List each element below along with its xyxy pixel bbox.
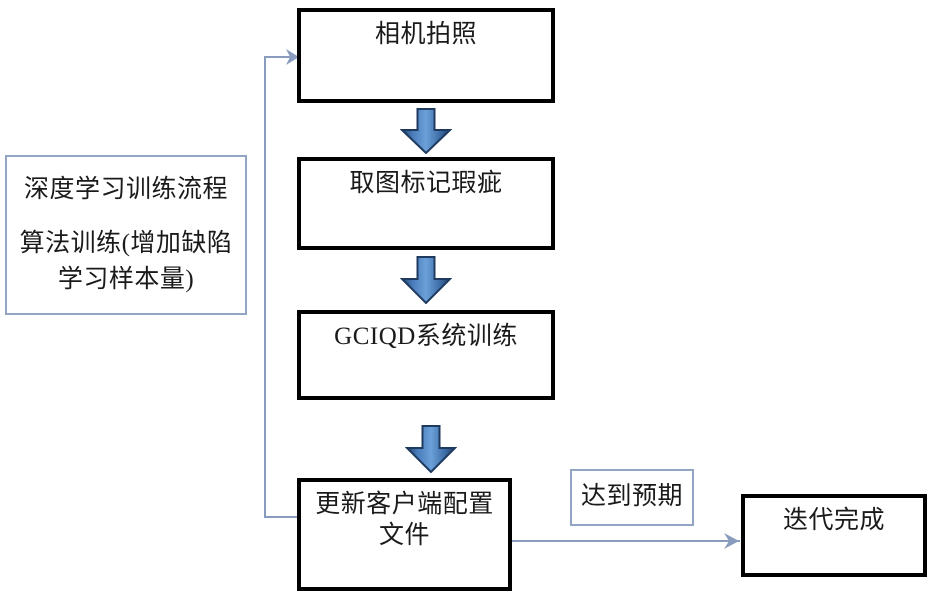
feedback-line-bottom-segment bbox=[264, 516, 300, 518]
block-arrow-down-icon bbox=[400, 108, 452, 154]
note-line-detail: 算法训练(增加缺陷 学习样本量) bbox=[19, 229, 233, 294]
process-node-train[interactable]: GCIQD系统训练 bbox=[297, 310, 555, 400]
process-node-label: 迭代完成 bbox=[782, 507, 885, 534]
process-node-mark[interactable]: 取图标记瑕疵 bbox=[297, 157, 555, 250]
note-line-label: 达到预期 bbox=[580, 483, 683, 511]
feedback-line-vertical-segment bbox=[264, 56, 266, 517]
update-to-done-arrowhead-icon bbox=[724, 533, 739, 549]
note-line-title: 深度学习训练流程 bbox=[23, 175, 228, 203]
process-node-label: 相机拍照 bbox=[374, 21, 477, 48]
process-node-camera[interactable]: 相机拍照 bbox=[297, 8, 555, 103]
process-node-update[interactable]: 更新客户端配置 文件 bbox=[297, 478, 512, 591]
note-expectation[interactable]: 达到预期 bbox=[570, 469, 694, 526]
note-deep-learning[interactable]: 深度学习训练流程 算法训练(增加缺陷 学习样本量) bbox=[5, 155, 247, 315]
process-node-label: GCIQD系统训练 bbox=[334, 323, 518, 350]
feedback-arrowhead-icon bbox=[286, 49, 299, 65]
feedback-line-top-segment bbox=[264, 56, 292, 58]
update-to-done-line bbox=[512, 540, 740, 542]
process-node-label: 更新客户端配置 文件 bbox=[315, 491, 494, 549]
block-arrow-down-icon bbox=[405, 425, 457, 473]
block-arrow-down-icon bbox=[400, 256, 452, 304]
process-node-done[interactable]: 迭代完成 bbox=[741, 494, 927, 577]
process-node-label: 取图标记瑕疵 bbox=[349, 170, 503, 197]
